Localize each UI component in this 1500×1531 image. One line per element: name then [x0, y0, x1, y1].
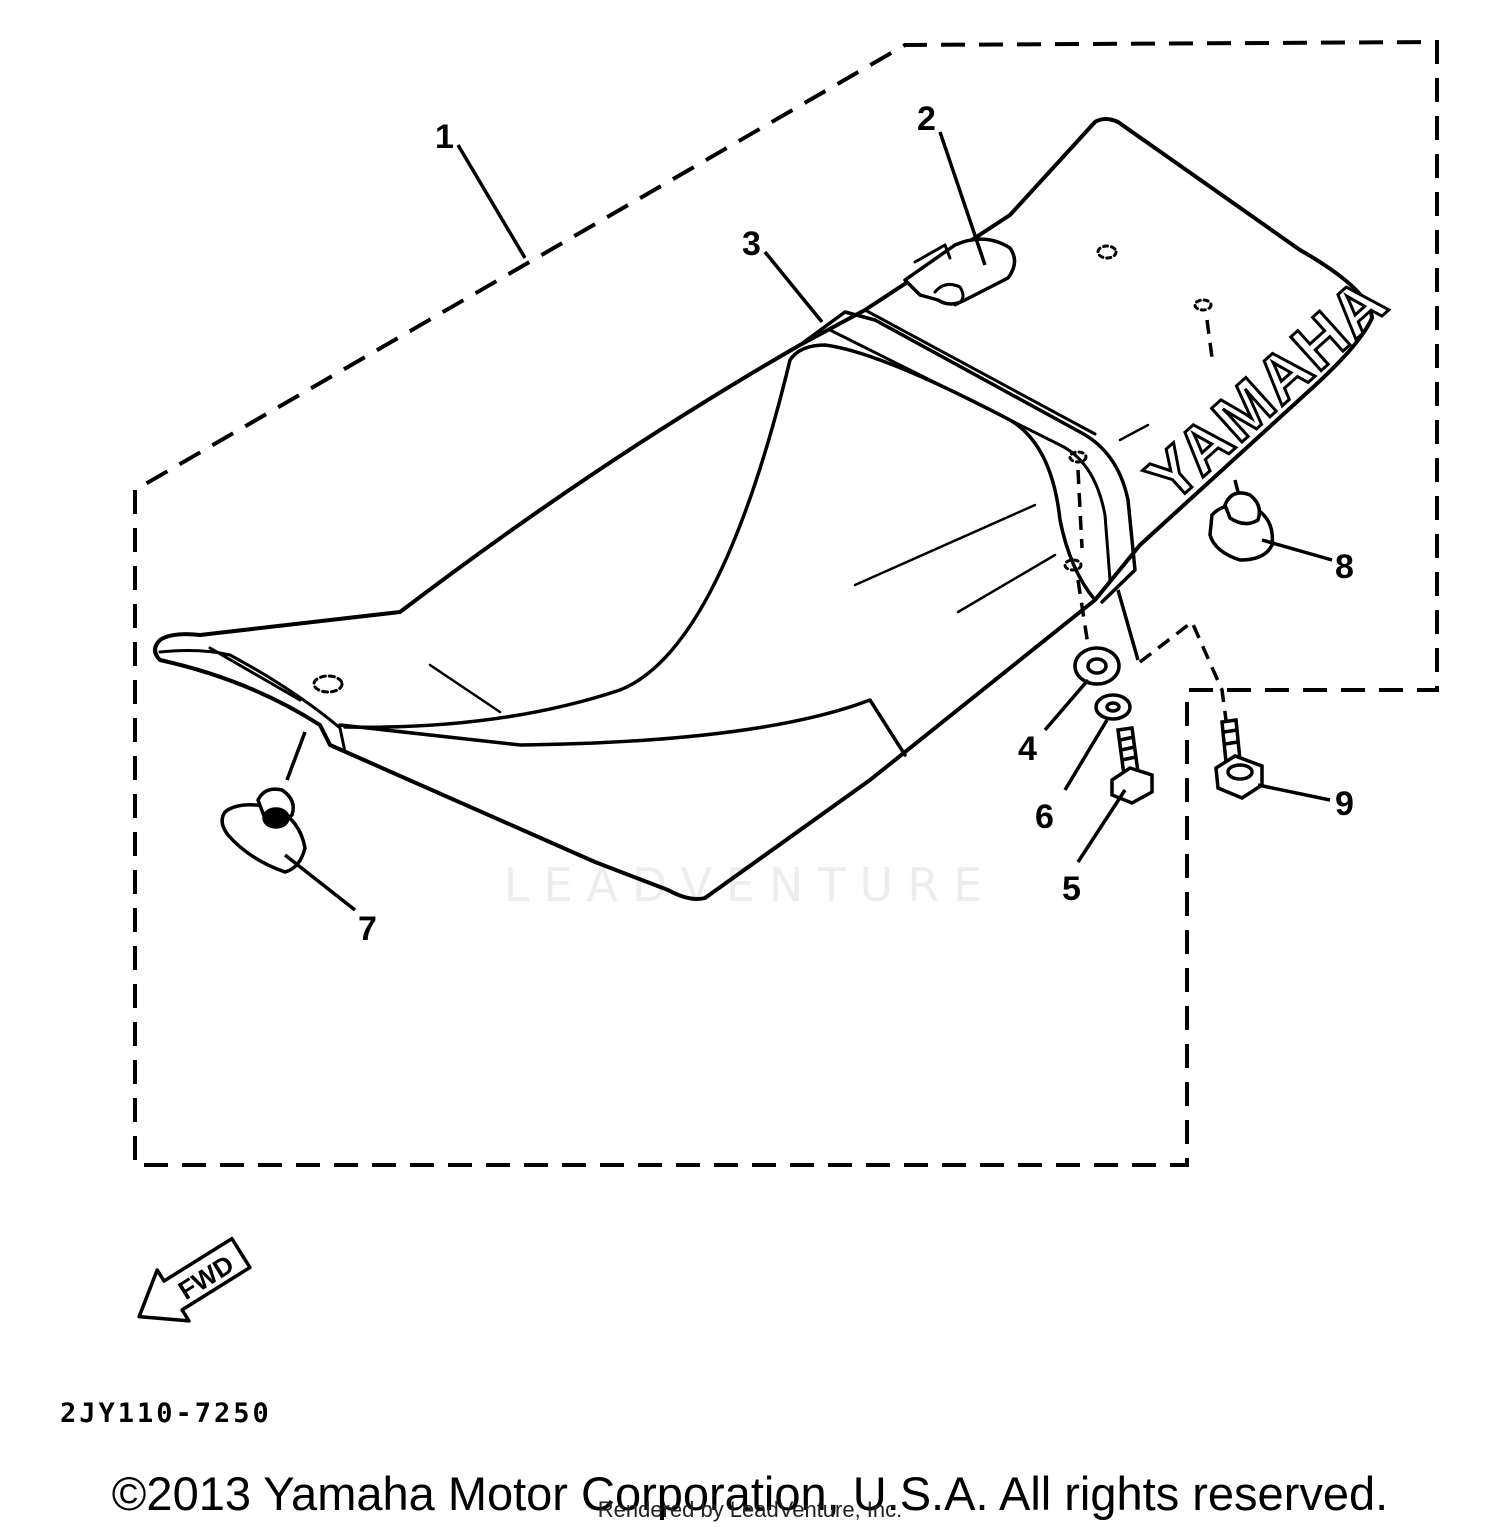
- part-6-washer: [1094, 693, 1132, 721]
- callout-6: 6: [1035, 798, 1054, 836]
- callout-leaders: [283, 131, 1333, 912]
- seat-assembly: [153, 117, 1374, 901]
- callout-3: 3: [742, 225, 761, 263]
- part-7-damper: [220, 787, 307, 874]
- assembly-dashed-boundary: [133, 39, 1439, 1167]
- rendered-by-notice: Rendered by LeadVenture, Inc.: [597, 1497, 903, 1522]
- callout-2: 2: [917, 100, 936, 138]
- mount-hole: [1193, 298, 1213, 312]
- seat-outline: [153, 117, 1374, 901]
- seat-lock-bracket: [903, 237, 1017, 306]
- leadventure-watermark: LEADVENTURE: [503, 858, 997, 912]
- part-4-collar: [1073, 646, 1121, 686]
- front-seat-lip: [158, 649, 347, 754]
- drawing-code: 2JY110-7250: [60, 1398, 272, 1429]
- mount-hole: [312, 674, 344, 694]
- mount-hole: [1096, 244, 1118, 260]
- callout-5: 5: [1062, 870, 1081, 908]
- callout-9: 9: [1335, 785, 1354, 823]
- mount-hole: [1068, 450, 1088, 464]
- part-5-bolt: [1110, 726, 1154, 805]
- callout-1: 1: [435, 118, 454, 156]
- callout-8: 8: [1335, 548, 1354, 586]
- mount-hole: [1063, 558, 1083, 572]
- copyright-notice: ©2013 Yamaha Motor Corporation, U.S.A. A…: [111, 1467, 1389, 1520]
- hardware-leader-lines: [1076, 319, 1242, 721]
- fwd-arrow-icon: FWD: [137, 1236, 252, 1323]
- part-9-bolt: [1214, 718, 1264, 800]
- callout-4: 4: [1018, 730, 1037, 768]
- seat-strap-band: [798, 310, 1137, 604]
- cushion-top: [338, 698, 907, 757]
- part-8-damper: [1208, 491, 1275, 562]
- callout-7: 7: [358, 910, 377, 948]
